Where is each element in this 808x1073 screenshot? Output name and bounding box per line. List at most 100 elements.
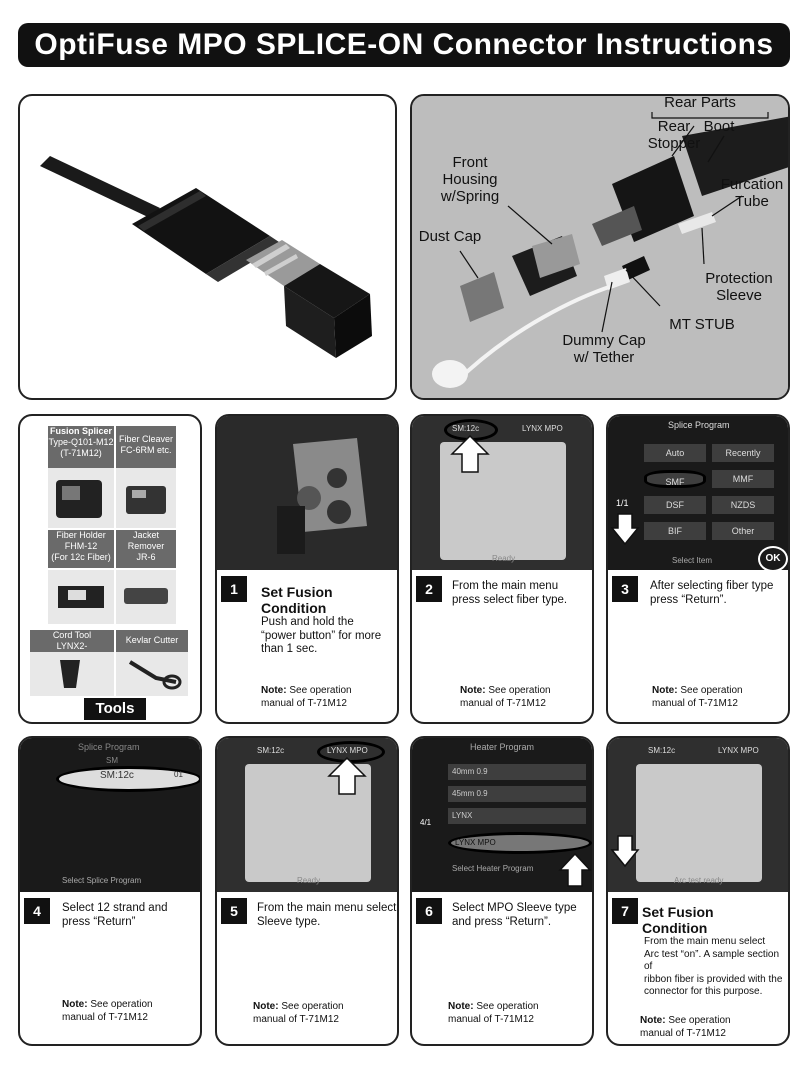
step-2-number: 2	[416, 576, 442, 602]
fusion-splicer-label: Fusion Splicer	[49, 426, 112, 436]
step-2-text: From the main menu press select fiber ty…	[452, 580, 568, 606]
cleaver-icon	[126, 486, 166, 514]
status-arc-test: Arc test ready	[674, 876, 724, 885]
step-2-note-text: See operation manual of T-71M12	[460, 685, 551, 709]
step-7-number: 7	[612, 898, 638, 924]
boot-label: Boot	[703, 118, 735, 135]
connector-photo-panel	[18, 94, 397, 400]
tools-panel: Fusion Splicer Type-Q101-M12 (T-71M12) F…	[18, 414, 202, 724]
parts-photo	[412, 96, 788, 398]
step-1-number: 1	[221, 576, 247, 602]
kevlar-cutter-image	[116, 652, 188, 696]
lcd-area	[440, 442, 566, 560]
option-smf: SMF	[644, 470, 706, 488]
step-6-note-text: See operation manual of T-71M12	[448, 1001, 539, 1025]
step-6-text: Select MPO Sleeve type and press “Return…	[452, 902, 577, 928]
step-6-panel: Heater Program 4/1 40mm 0.9 45mm 0.9 LYN…	[410, 736, 594, 1046]
option-recently: Recently	[712, 444, 774, 462]
option-auto: Auto	[644, 444, 706, 462]
step-3-text: After selecting fiber type press “Return…	[650, 580, 774, 606]
cord-tool-icon	[60, 660, 80, 688]
rear-parts-label: Rear Parts	[664, 94, 736, 111]
remover-icon	[124, 588, 168, 604]
lcd-area	[636, 764, 762, 882]
step-3-note-text: See operation manual of T-71M12	[652, 685, 743, 709]
step-2-screen: SM:12c LYNX MPO Ready	[412, 416, 592, 570]
protection-sleeve-label: Protection Sleeve	[705, 270, 773, 304]
step-7-note-text: See operation manual of T-71M12	[640, 1015, 731, 1039]
step-7-title: Set Fusion Condition	[642, 904, 714, 936]
option-nzds: NZDS	[712, 496, 774, 514]
step-5-note-text: See operation manual of T-71M12	[253, 1001, 344, 1025]
fiber-cleaver-header: Fiber Cleaver FC-6RM etc.	[116, 426, 176, 468]
tools-label: Tools	[84, 698, 146, 720]
step-6-note-label: Note:	[448, 1001, 474, 1012]
status-ready: Ready	[492, 554, 516, 563]
step-6-number: 6	[416, 898, 442, 924]
page-indicator: 4/1	[420, 818, 432, 827]
kevlar-cutter-header: Kevlar Cutter	[116, 630, 188, 652]
step-3-note-label: Note:	[652, 685, 678, 696]
dummy-cap-label: Dummy Cap w/ Tether	[562, 332, 646, 366]
step-4-number: 4	[24, 898, 50, 924]
step-1-title: Set Fusion Condition	[261, 584, 333, 616]
title-bar: OptiFuse MPO SPLICE-ON Connector Instruc…	[18, 23, 790, 67]
program-item-highlight	[56, 766, 200, 792]
step-7-note-label: Note:	[640, 1015, 666, 1026]
fusion-splicer-model: Type-Q101-M12 (T-71M12)	[48, 437, 114, 458]
step-5-text: From the main menu select Sleeve type.	[257, 902, 397, 928]
step-5-note: Note: See operation manual of T-71M12	[253, 1000, 344, 1026]
footer-select-item: Select Item	[672, 556, 713, 565]
tab-fiber: SM:12c	[257, 746, 285, 755]
mt-stub-label: MT STUB	[669, 316, 735, 333]
step-7-screen: SM:12c LYNX MPO Arc test ready	[608, 738, 788, 892]
step-6-note: Note: See operation manual of T-71M12	[448, 1000, 539, 1026]
footer-select-heater: Select Heater Program	[452, 864, 534, 873]
jacket-remover-header: Jacket Remover JR-6	[116, 530, 176, 568]
step-7-panel: SM:12c LYNX MPO Arc test ready 7 Set Fus…	[606, 736, 790, 1046]
tab-sleeve: LYNX MPO	[718, 746, 759, 755]
program-item-index: 01	[174, 770, 183, 779]
program-item-label: SM:12c	[100, 770, 134, 781]
step-4-note: Note: See operation manual of T-71M12	[62, 998, 153, 1024]
tab-fiber: SM:12c	[648, 746, 676, 755]
step-4-text: Select 12 strand and press “Return”	[62, 902, 168, 928]
dust-cap-label: Dust Cap	[418, 228, 482, 245]
step-6-screen: Heater Program 4/1 40mm 0.9 45mm 0.9 LYN…	[412, 738, 592, 892]
step-3-screen: Splice Program 1/1 Auto Recently SMF MMF…	[608, 416, 788, 572]
option-other: Other	[712, 522, 774, 540]
heater-row-2: 45mm 0.9	[448, 786, 586, 802]
option-dsf: DSF	[644, 496, 706, 514]
heater-row-3: LYNX	[448, 808, 586, 824]
fusion-splicer-image	[48, 468, 114, 528]
heater-program-header: Heater Program	[470, 742, 535, 752]
option-bif: BIF	[644, 522, 706, 540]
option-mmf: MMF	[712, 470, 774, 488]
down-arrow-icon	[610, 513, 640, 546]
up-arrow-icon	[450, 434, 490, 473]
step-1-note: Note: See operation manual of T-71M12	[261, 684, 352, 710]
fiber-cleaver-image	[116, 468, 176, 528]
step-5-number: 5	[221, 898, 247, 924]
step-1-photo	[217, 416, 397, 570]
furcation-tube-label: Furcation Tube	[720, 176, 784, 210]
fusion-splicer-header: Fusion Splicer Type-Q101-M12 (T-71M12)	[48, 426, 114, 468]
scissors-icon	[128, 660, 182, 690]
step-5-panel: SM:12c LYNX MPO Ready 5 From the main me…	[215, 736, 399, 1046]
splicer-power-photo	[217, 416, 397, 570]
ok-button: OK	[758, 546, 788, 572]
step-3-number: 3	[612, 576, 638, 602]
connector-photo	[40, 156, 372, 358]
step-5-screen: SM:12c LYNX MPO Ready	[217, 738, 397, 892]
heater-row-4: LYNX MPO	[448, 832, 592, 854]
fiber-holder-header: Fiber Holder FHM-12 (For 12c Fiber)	[48, 530, 114, 568]
holder-icon	[58, 586, 104, 608]
step-5-note-label: Note:	[253, 1001, 279, 1012]
status-ready: Ready	[297, 876, 321, 885]
footer-select-program: Select Splice Program	[62, 876, 142, 885]
step-2-note: Note: See operation manual of T-71M12	[460, 684, 551, 710]
cord-tool-image	[30, 652, 114, 696]
up-arrow-icon	[327, 756, 367, 795]
step-1-panel: 1 Set Fusion Condition Push and hold the…	[215, 414, 399, 724]
step-3-panel: Splice Program 1/1 Auto Recently SMF MMF…	[606, 414, 790, 724]
